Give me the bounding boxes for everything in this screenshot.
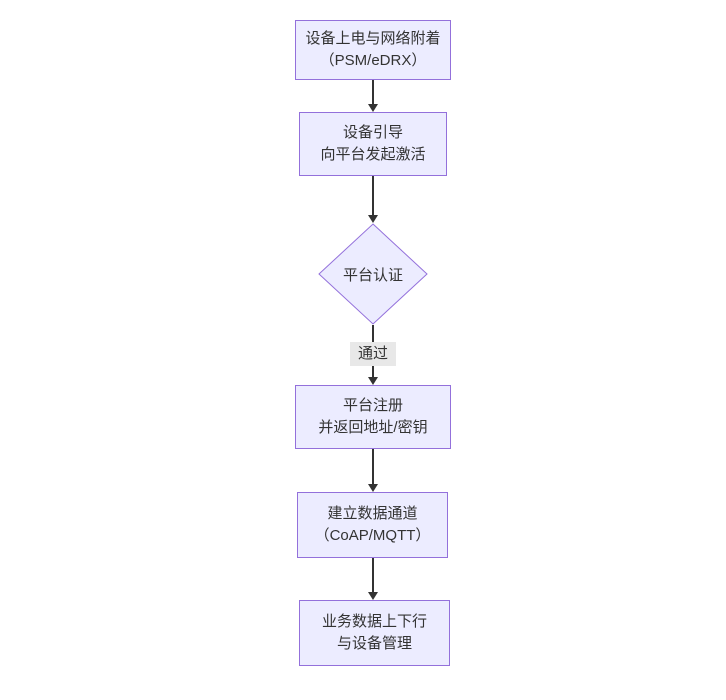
- arrowhead-icon: [368, 377, 378, 385]
- arrow-line-n4-n5: [372, 449, 374, 485]
- node-text-line: 并返回地址/密钥: [318, 419, 428, 436]
- node-text-line: 业务数据上下行: [321, 613, 427, 630]
- node-text-line: 向平台发起激活: [320, 146, 426, 163]
- flow-node-power-network-attach: 设备上电与网络附着 （PSM/eDRX）: [295, 20, 451, 80]
- node-text-line: 建立数据通道: [327, 505, 418, 522]
- node-text-line: 平台注册: [342, 397, 403, 414]
- node-text-line: 设备上电与网络附着: [305, 30, 441, 47]
- flow-node-business-data: 业务数据上下行 与设备管理: [299, 600, 450, 666]
- arrow-line-n2-n3: [372, 176, 374, 216]
- node-text-line: 平台认证: [342, 266, 403, 284]
- flow-node-platform-auth-decision: 平台认证: [318, 223, 428, 325]
- decision-diamond-shape: [318, 223, 428, 325]
- arrowhead-icon: [368, 484, 378, 492]
- node-text-line: （CoAP/MQTT）: [314, 527, 431, 544]
- flow-node-platform-register: 平台注册 并返回地址/密钥: [295, 385, 451, 449]
- arrow-line-n1-n2: [372, 80, 374, 105]
- arrowhead-icon: [368, 215, 378, 223]
- arrowhead-icon: [368, 592, 378, 600]
- arrow-line-n5-n6: [372, 558, 374, 593]
- arrowhead-icon: [368, 104, 378, 112]
- edge-label-pass: 通过: [349, 342, 397, 366]
- flow-node-bootstrap-activate: 设备引导 向平台发起激活: [299, 112, 447, 176]
- node-text-line: 与设备管理: [336, 635, 412, 652]
- flow-node-data-channel: 建立数据通道 （CoAP/MQTT）: [297, 492, 448, 558]
- node-text-line: （PSM/eDRX）: [319, 52, 427, 69]
- node-text-line: 设备引导: [342, 124, 403, 141]
